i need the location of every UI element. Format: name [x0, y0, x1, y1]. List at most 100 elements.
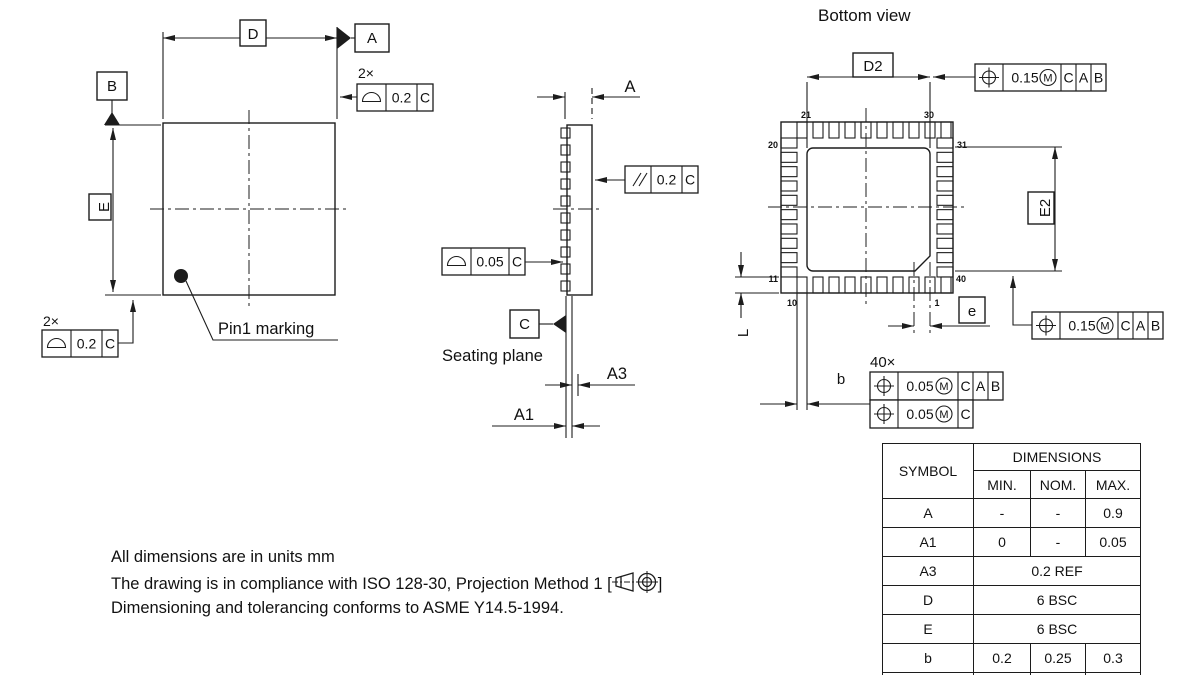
table-row: A3 0.2 REF: [882, 556, 1141, 586]
lead-pad: [780, 252, 798, 264]
mmc-letter: M: [1043, 73, 1052, 85]
dim-label-d: D: [248, 26, 259, 43]
table-row: A - - 0.9: [882, 498, 1141, 528]
side-body-outline: [566, 124, 593, 296]
position-lead1-ref1: C: [960, 378, 970, 394]
lead-pad: [940, 276, 952, 294]
datum-c-triangle: [553, 315, 566, 333]
count-2x-label: 2×: [43, 313, 59, 329]
lead-pad: [844, 121, 856, 139]
row-nom: 0.25: [1030, 643, 1086, 673]
table-row: D 6 BSC: [882, 585, 1141, 615]
dim-label-length: L: [735, 329, 752, 337]
parallelism-tolerance: 0.2 C: [595, 165, 699, 194]
lead-pad: [560, 263, 571, 275]
count-40x-label: 40×: [870, 354, 895, 371]
seating-plane-label: Seating plane: [442, 347, 543, 365]
parallelism-ref: C: [685, 172, 695, 188]
pin-11: 11: [768, 274, 778, 284]
row-symbol: D: [882, 585, 974, 615]
datum-c-label: C: [519, 316, 530, 333]
lead-pad: [780, 151, 798, 163]
lead-pad: [560, 178, 571, 190]
position-bottom-tol: 0.15: [1068, 318, 1095, 334]
row-min: 0: [973, 527, 1031, 557]
dimensions-table: SYMBOL DIMENSIONS MIN. NOM. MAX. A - - 0…: [882, 443, 1141, 675]
lead-pad: [560, 161, 571, 173]
lead-pad: [560, 195, 571, 207]
lead-pads-left: [780, 137, 798, 278]
position-top-tol: 0.15: [1011, 70, 1038, 86]
profile-top-tol: 0.2: [392, 90, 412, 106]
count-2x-label: 2×: [358, 65, 374, 81]
table-row-clipped: [882, 672, 1141, 675]
position-lead1-tol: 0.05: [906, 378, 933, 394]
lead-pad: [796, 121, 808, 139]
seating-plane: C Seating plane: [442, 296, 579, 438]
position-top-ref3: B: [1094, 70, 1103, 86]
lead-pads-right: [936, 137, 954, 278]
pin-31: 31: [957, 140, 967, 150]
lead-pad: [560, 127, 571, 139]
pin-30: 30: [924, 110, 934, 120]
position-icon: [979, 67, 999, 88]
parallelism-icon: [632, 172, 642, 187]
position-lead2-ref1: C: [960, 406, 970, 422]
note-projection: The drawing is in compliance with ISO 12…: [111, 570, 662, 597]
mmc-icon: [1096, 316, 1114, 335]
dim-label-a3: A3: [607, 365, 627, 383]
note-standard: Dimensioning and tolerancing conforms to…: [111, 599, 564, 617]
lead-pad: [936, 166, 954, 178]
exposed-pad-outline: [806, 147, 931, 272]
datum-b-flag: B: [96, 71, 128, 125]
position-lead1-ref2: A: [976, 378, 986, 394]
row-symbol: A3: [882, 556, 974, 586]
datum-b-triangle: [104, 112, 120, 125]
a1-dimension: A1: [492, 406, 600, 429]
row-span-value: 6 BSC: [973, 614, 1141, 644]
note-projection-text: The drawing is in compliance with ISO 12…: [111, 574, 612, 593]
bottom-view: Bottom view D2 0.15: [735, 6, 1164, 429]
position-icon: [874, 404, 894, 424]
position-bottom-ref3: B: [1151, 318, 1160, 334]
a3-dimension: A3: [545, 365, 635, 388]
table-row: E 6 BSC: [882, 614, 1141, 644]
datum-a-flag: A: [337, 23, 390, 53]
pin1-marking: Pin1 marking: [174, 269, 338, 341]
mmc-icon: [1039, 68, 1057, 87]
d-dimension: D: [162, 19, 338, 119]
lead-pad: [844, 276, 856, 294]
row-symbol: A: [882, 498, 974, 528]
row-min: -: [973, 498, 1031, 528]
lead-pad: [936, 223, 954, 235]
dim-label-e: E: [96, 202, 113, 212]
lead-pad: [936, 180, 954, 192]
table-header-dimensions: DIMENSIONS: [973, 443, 1141, 471]
lead-pads-bottom: [796, 276, 952, 294]
lead-pad: [940, 121, 952, 139]
row-span-value: 0.2 REF: [973, 556, 1141, 586]
lead-pad: [780, 237, 798, 249]
position-bottom-ref1: C: [1120, 318, 1130, 334]
table-header-symbol: SYMBOL: [882, 443, 974, 499]
dim-label-a: A: [624, 78, 635, 96]
lead-pad: [936, 209, 954, 221]
parallelism-tol: 0.2: [657, 172, 677, 188]
lead-pad: [560, 280, 571, 292]
lead-pad: [560, 229, 571, 241]
row-max: 0.9: [1085, 498, 1141, 528]
note-units: All dimensions are in units mm: [111, 548, 335, 566]
surface-profile-icon: [46, 337, 67, 349]
row-symbol: E: [882, 614, 974, 644]
row-symbol: b: [882, 643, 974, 673]
position-icon: [1036, 315, 1056, 336]
profile-side-ref: C: [512, 254, 522, 270]
e2-dimension: E2: [955, 146, 1062, 272]
pin-21: 21: [801, 110, 811, 120]
lead-pad: [828, 276, 840, 294]
pin-20: 20: [768, 140, 778, 150]
pin-10: 10: [787, 298, 797, 308]
table-header-nom: NOM.: [1030, 470, 1086, 499]
lead-pad: [876, 121, 888, 139]
position-icon: [874, 376, 894, 396]
